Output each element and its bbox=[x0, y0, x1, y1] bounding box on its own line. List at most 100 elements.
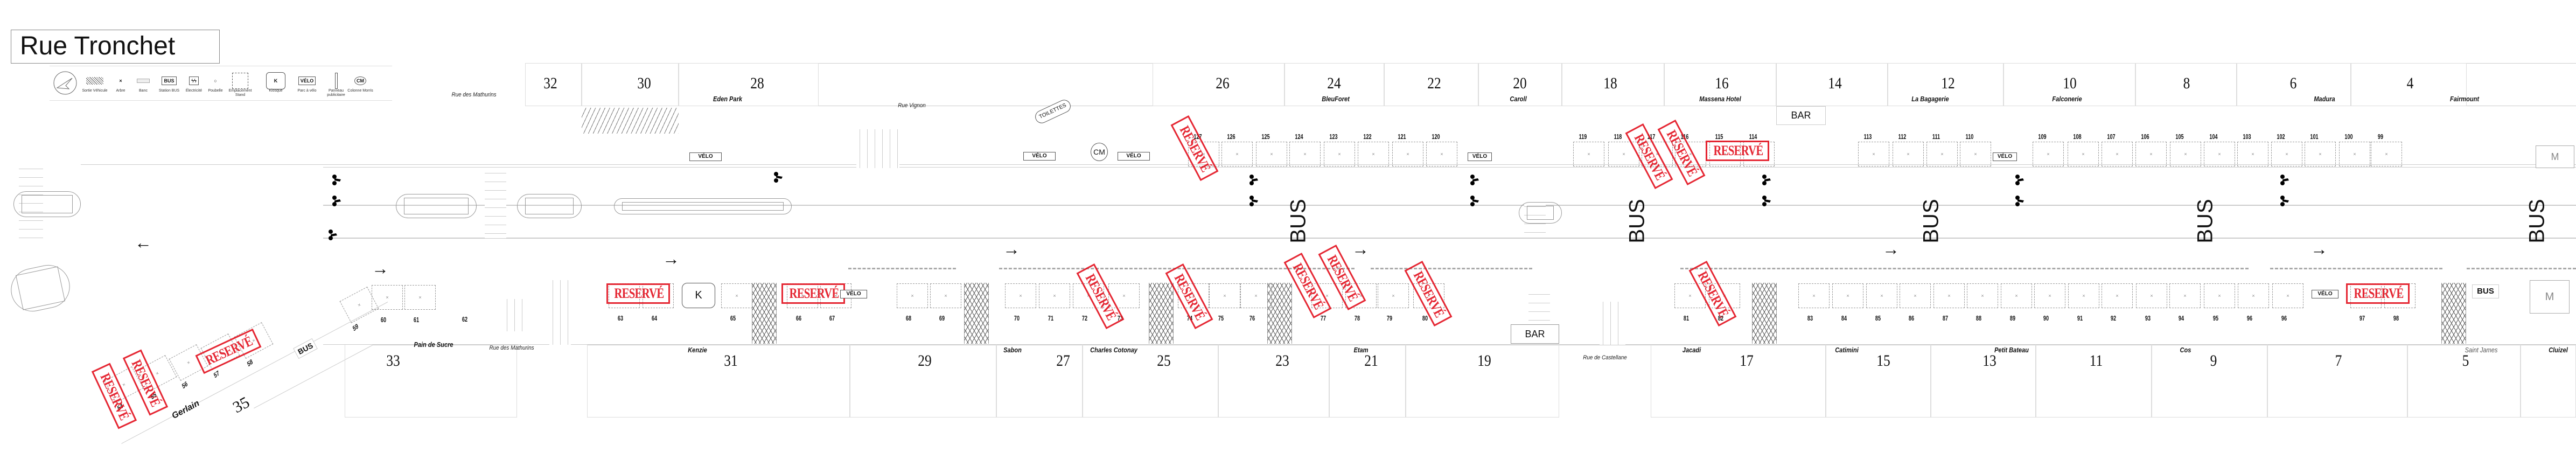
parking-slot[interactable] bbox=[2169, 283, 2201, 308]
parking-slot[interactable] bbox=[2068, 283, 2099, 308]
parking-slot[interactable] bbox=[2068, 142, 2099, 166]
building-bottom bbox=[1083, 345, 1218, 418]
legend-label: Station BUS bbox=[158, 89, 180, 93]
parking-slot[interactable] bbox=[1039, 283, 1070, 308]
shop-name: Kenzie bbox=[688, 346, 707, 354]
parking-slot[interactable] bbox=[1642, 142, 1673, 166]
parking-slot[interactable] bbox=[1960, 142, 1991, 166]
parking-slot[interactable] bbox=[2033, 142, 2064, 166]
slot-number: 77 bbox=[1320, 314, 1327, 322]
bus-lane-marking: BUS bbox=[1919, 199, 1943, 244]
slot-number: 85 bbox=[1875, 314, 1881, 322]
parking-slot[interactable] bbox=[1798, 283, 1830, 308]
parking-slot[interactable] bbox=[2170, 142, 2201, 166]
parking-slot[interactable] bbox=[2339, 142, 2370, 166]
parking-slot[interactable] bbox=[2371, 142, 2402, 166]
building-number: 31 bbox=[724, 352, 738, 370]
parking-slot[interactable] bbox=[1709, 283, 1740, 308]
cyclist-icon bbox=[2279, 174, 2291, 186]
crosswalk bbox=[504, 299, 522, 331]
parking-slot[interactable] bbox=[1358, 142, 1389, 166]
parking-slot[interactable] bbox=[1209, 283, 1240, 308]
parking-slot[interactable] bbox=[930, 283, 961, 308]
parking-slot[interactable] bbox=[404, 285, 436, 310]
shop-name: Jacadi bbox=[1682, 346, 1701, 354]
parking-slot[interactable] bbox=[1674, 283, 1706, 308]
parking-slot[interactable] bbox=[1858, 142, 1889, 166]
slot-number: 96 bbox=[2281, 314, 2287, 322]
slot-number: 74 bbox=[1186, 314, 1193, 322]
building-number: 16 bbox=[1715, 74, 1729, 92]
parking-slot[interactable] bbox=[2204, 142, 2235, 166]
parking-slot[interactable] bbox=[2136, 283, 2167, 308]
parking-slot[interactable] bbox=[2237, 142, 2268, 166]
slot-number: 95 bbox=[2212, 314, 2219, 322]
parking-slot[interactable] bbox=[1240, 283, 1272, 308]
parking-slot[interactable] bbox=[1073, 283, 1104, 308]
parking-slot[interactable] bbox=[1392, 142, 1423, 166]
parking-slot[interactable] bbox=[1289, 142, 1321, 166]
cyclist-icon bbox=[327, 229, 339, 241]
parking-slot[interactable] bbox=[372, 285, 403, 310]
parking-slot[interactable] bbox=[897, 283, 928, 308]
reserved-label: RESERVÉ bbox=[2354, 286, 2404, 301]
slot-number: 101 bbox=[2310, 133, 2319, 141]
parking-slot[interactable] bbox=[1933, 283, 1965, 308]
building-bottom bbox=[1931, 345, 2036, 418]
parking-slot[interactable] bbox=[1900, 283, 1931, 308]
vehicle-exit bbox=[1267, 283, 1292, 344]
parking-slot[interactable] bbox=[2271, 142, 2302, 166]
bus-lane-marking: BUS bbox=[1625, 199, 1649, 244]
parking-slot[interactable] bbox=[2238, 283, 2269, 308]
parking-slot[interactable] bbox=[1188, 142, 1219, 166]
parking-slot[interactable] bbox=[1345, 283, 1377, 308]
compass-icon bbox=[53, 71, 77, 95]
parking-slot[interactable] bbox=[2034, 283, 2065, 308]
slot-number: 107 bbox=[2107, 133, 2116, 141]
legend-label: Arbre bbox=[116, 89, 125, 93]
parking-slot[interactable] bbox=[1108, 283, 1140, 308]
slot-number: 110 bbox=[1965, 133, 1974, 141]
legend-label: Électricité bbox=[185, 89, 203, 93]
parking-slot[interactable] bbox=[1893, 142, 1924, 166]
parking-slot[interactable] bbox=[1426, 142, 1457, 166]
parking-slot[interactable] bbox=[2001, 283, 2032, 308]
slot-number: 121 bbox=[1398, 133, 1406, 141]
parking-slot[interactable] bbox=[1573, 142, 1604, 166]
building-number: 33 bbox=[386, 352, 400, 370]
legend-label: Kiosque bbox=[269, 89, 283, 93]
parking-slot[interactable] bbox=[2305, 142, 2336, 166]
parking-slot[interactable] bbox=[2102, 283, 2133, 308]
parking-slot[interactable] bbox=[1311, 283, 1343, 308]
parking-slot[interactable] bbox=[1413, 283, 1444, 308]
metro-icon: M bbox=[2536, 145, 2574, 168]
parking-slot[interactable] bbox=[1608, 142, 1639, 166]
parking-slot[interactable] bbox=[1866, 283, 1897, 308]
parking-slot[interactable] bbox=[721, 283, 752, 308]
parking-slot[interactable] bbox=[1967, 283, 1998, 308]
slot-number: 82 bbox=[1718, 314, 1724, 322]
building-number: 29 bbox=[918, 352, 932, 370]
parking-slot[interactable] bbox=[2135, 142, 2167, 166]
parking-slot[interactable] bbox=[2102, 142, 2133, 166]
parking-slot[interactable] bbox=[1221, 142, 1253, 166]
vehicle-exit-zone bbox=[582, 108, 679, 134]
slot-number: 94 bbox=[2178, 314, 2184, 322]
parking-slot[interactable] bbox=[1324, 142, 1355, 166]
parking-slot[interactable] bbox=[2272, 283, 2303, 308]
parking-slot[interactable] bbox=[2204, 283, 2235, 308]
legend-label: Panneau publicitaire bbox=[327, 89, 345, 97]
parking-slot[interactable] bbox=[1005, 283, 1036, 308]
reserved-stamp: RESERVÉ bbox=[1706, 141, 1769, 161]
parking-slot[interactable] bbox=[1926, 142, 1958, 166]
building-number: 28 bbox=[750, 74, 764, 92]
parking-slot[interactable] bbox=[1256, 142, 1287, 166]
shop-name: Petit Bateau bbox=[1994, 346, 2029, 354]
parking-slot[interactable] bbox=[1378, 283, 1409, 308]
building-number: 5 bbox=[2462, 352, 2469, 370]
arrow-right-icon: → bbox=[1003, 239, 1020, 259]
slot-number: 103 bbox=[2243, 133, 2251, 141]
parking-slot[interactable] bbox=[1832, 283, 1863, 308]
road-edge-line bbox=[323, 344, 2576, 345]
